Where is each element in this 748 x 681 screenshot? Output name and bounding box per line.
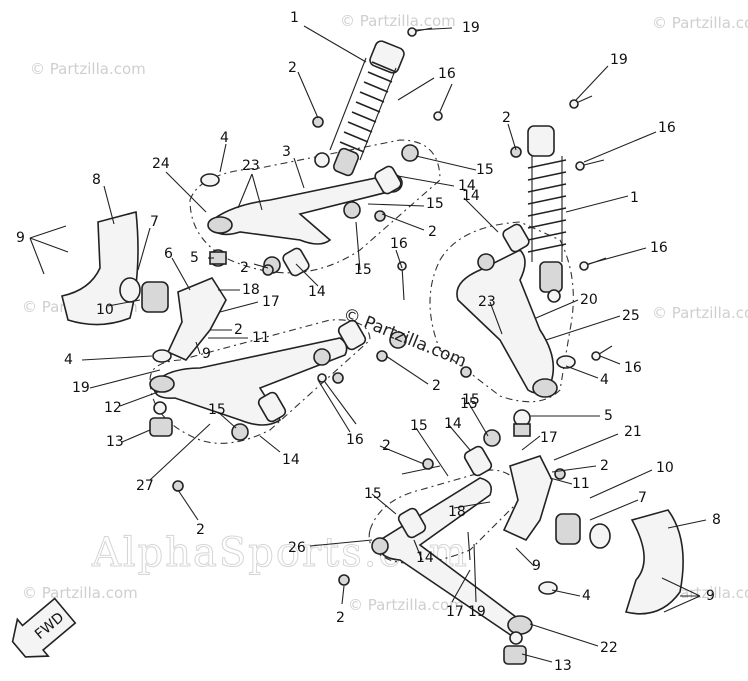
upper-left-a-arm xyxy=(207,173,403,245)
callout-label: 11 xyxy=(572,476,590,492)
left-shock-absorber xyxy=(314,40,405,177)
callout-label: 4 xyxy=(220,130,229,146)
callout-label: 26 xyxy=(288,540,306,556)
callout-label: 5 xyxy=(190,250,199,266)
watermark-partzilla: © Partzilla.com xyxy=(22,584,138,602)
callout-label: 10 xyxy=(96,302,114,318)
lower-right-a-arm xyxy=(378,477,533,637)
callout-label: 16 xyxy=(658,120,676,136)
callout-label: 6 xyxy=(164,246,173,262)
callout-label: 16 xyxy=(438,66,456,82)
right-wheel-assembly xyxy=(502,355,684,665)
callout-label: 17 xyxy=(262,294,280,310)
callout-label: 22 xyxy=(600,640,618,656)
callout-label: 15 xyxy=(410,418,428,434)
callout-label: 3 xyxy=(282,144,291,160)
callout-label: 23 xyxy=(478,294,496,310)
callout-label: 2 xyxy=(502,110,511,126)
callout-label: 4 xyxy=(600,372,609,388)
callout-label: 8 xyxy=(92,172,101,188)
watermark-partzilla: © Partzilla.com xyxy=(652,304,748,322)
callout-label: 17 xyxy=(540,430,558,446)
callout-label: 25 xyxy=(622,308,640,324)
callout-label: 15 xyxy=(462,392,480,408)
callout-label: 18 xyxy=(448,504,466,520)
bushings xyxy=(231,144,530,555)
watermark-partzilla: © Partzilla.com xyxy=(348,596,464,614)
callout-label: 14 xyxy=(282,452,300,468)
callout-label: 7 xyxy=(150,214,159,230)
callout-label: 13 xyxy=(554,658,572,674)
watermark-partzilla: © Partzilla.com xyxy=(652,14,748,32)
callout-leaders xyxy=(29,25,707,663)
callout-label: 10 xyxy=(656,460,674,476)
callout-label: 19 xyxy=(462,20,480,36)
callout-label: 2 xyxy=(382,438,391,454)
callout-label: 19 xyxy=(610,52,628,68)
callout-label: 11 xyxy=(252,330,270,346)
callout-label: 2 xyxy=(240,260,249,276)
callout-label: 15 xyxy=(364,486,382,502)
callout-label: 23 xyxy=(242,158,260,174)
callout-label: 8 xyxy=(712,512,721,528)
callout-label: 12 xyxy=(104,400,122,416)
callout-label: 15 xyxy=(476,162,494,178)
callout-label: 9 xyxy=(16,230,25,246)
callout-label: 2 xyxy=(234,322,243,338)
right-shock-absorber xyxy=(527,125,567,303)
callout-label: 4 xyxy=(582,588,591,604)
callout-labels: 1 2 19 16 3 24 23 4 15 14 15 2 2 14 15 1… xyxy=(16,10,721,674)
callout-label: 4 xyxy=(64,352,73,368)
callout-label: 5 xyxy=(604,408,613,424)
callout-label: 2 xyxy=(336,610,345,626)
callout-label: 27 xyxy=(136,478,154,494)
upper-right-a-arm xyxy=(456,249,558,398)
callout-label: 1 xyxy=(290,10,299,26)
callout-label: 21 xyxy=(624,424,642,440)
forward-direction-badge: FWD xyxy=(11,597,77,658)
callout-label: 18 xyxy=(242,282,260,298)
watermark-partzilla: © Partzilla.com xyxy=(30,60,146,78)
callout-label: 13 xyxy=(106,434,124,450)
callout-label: 15 xyxy=(460,396,478,412)
callout-label: 15 xyxy=(426,196,444,212)
callout-label: 24 xyxy=(152,156,170,172)
callout-label: 2 xyxy=(196,522,205,538)
callout-label: 16 xyxy=(650,240,668,256)
callout-label: 20 xyxy=(580,292,598,308)
callout-label: 2 xyxy=(428,224,437,240)
callout-label: 1 xyxy=(630,190,639,206)
callout-label: 15 xyxy=(354,262,372,278)
callout-label: 17 xyxy=(446,604,464,620)
callout-label: 2 xyxy=(288,60,297,76)
callout-label: 2 xyxy=(600,458,609,474)
callout-label: 16 xyxy=(346,432,364,448)
callout-label: 14 xyxy=(458,178,476,194)
lower-left-a-arm xyxy=(149,337,348,426)
callout-label: 14 xyxy=(308,284,326,300)
callout-label: 15 xyxy=(208,402,226,418)
callout-label: 7 xyxy=(638,490,647,506)
callout-label: 19 xyxy=(72,380,90,396)
watermark-partzilla: © Partzilla.com xyxy=(340,12,456,30)
callout-label: 14 xyxy=(462,188,480,204)
left-wheel-assembly xyxy=(61,173,227,437)
callout-label: 14 xyxy=(416,550,434,566)
callout-label: 16 xyxy=(624,360,642,376)
callout-label: 14 xyxy=(444,416,462,432)
callout-label: 9 xyxy=(202,346,211,362)
callout-label: 9 xyxy=(706,588,715,604)
callout-label: 19 xyxy=(468,604,486,620)
callout-label: 16 xyxy=(390,236,408,252)
callout-label: 9 xyxy=(532,558,541,574)
callout-label: 2 xyxy=(432,378,441,394)
